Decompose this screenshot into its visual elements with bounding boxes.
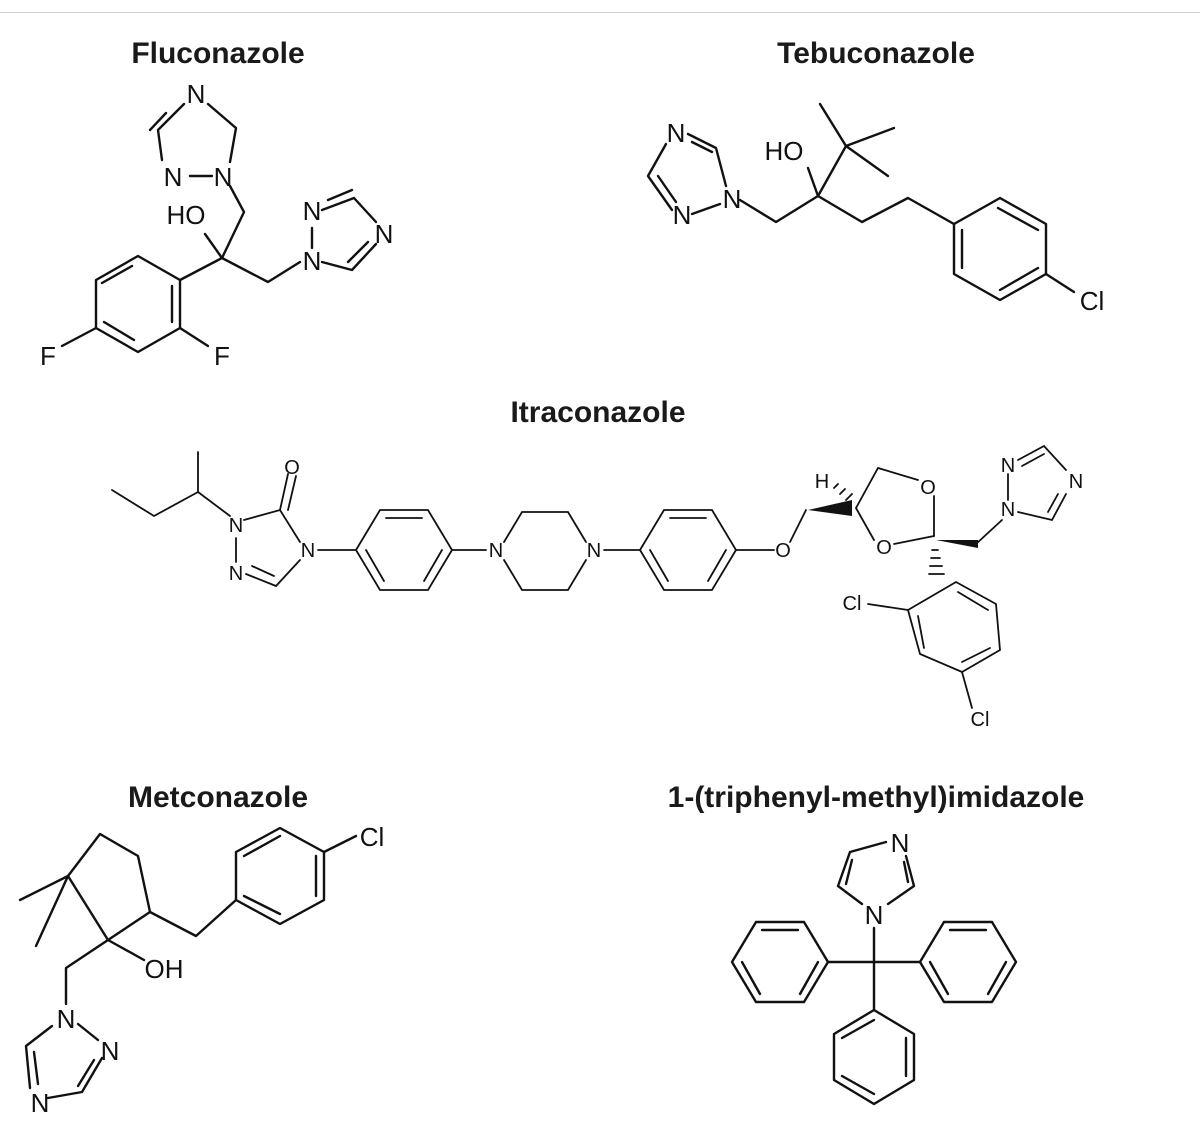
tebuconazole-atom-chlorine: Cl xyxy=(1080,286,1105,316)
tebuconazole-atom-n: N xyxy=(673,200,692,230)
fluconazole-atom-fluorine: F xyxy=(40,341,56,371)
itraconazole-atom-ether-o: O xyxy=(775,540,791,562)
itraconazole-wedge-bond xyxy=(808,500,852,516)
fluconazole-atom-fluorine: F xyxy=(214,341,230,371)
fluconazole-atom-n: N xyxy=(303,246,322,276)
itraconazole-atom-h: H xyxy=(815,471,829,493)
itraconazole-atom-n: N xyxy=(1001,499,1015,521)
metconazole-atom-n: N xyxy=(57,1004,76,1034)
itraconazole-title: Itraconazole xyxy=(510,396,685,429)
fluconazole-atom-n: N xyxy=(375,219,394,249)
fluconazole-atom-hydroxyl: HO xyxy=(167,200,206,230)
fluconazole-bonds xyxy=(60,102,378,354)
itraconazole-atom-piperazine-n: N xyxy=(587,540,601,562)
fluconazole-atom-n: N xyxy=(214,162,233,192)
fluconazole-atom-n: N xyxy=(164,162,183,192)
fluconazole-title: Fluconazole xyxy=(131,37,304,70)
fluconazole-atom-n: N xyxy=(303,196,322,226)
tritylimidazole-bonds xyxy=(730,840,1018,1106)
itraconazole-atom-n: N xyxy=(229,563,243,585)
tebuconazole-structure: Tebuconazole N N N HO Cl xyxy=(646,37,1105,316)
top-divider xyxy=(0,12,1200,13)
itraconazole-atom-n: N xyxy=(301,540,315,562)
metconazole-title: Metconazole xyxy=(128,781,308,814)
itraconazole-atom-n: N xyxy=(1069,471,1083,493)
metconazole-atom-chlorine: Cl xyxy=(360,822,385,852)
tebuconazole-bonds xyxy=(646,102,1076,302)
metconazole-atom-n: N xyxy=(101,1036,120,1066)
itraconazole-atom-ring-o: O xyxy=(876,537,892,559)
metconazole-structure: Metconazole Cl OH xyxy=(18,781,385,1118)
itraconazole-atom-ring-o: O xyxy=(920,477,936,499)
tritylimidazole-structure: 1-(triphenyl-methyl)imidazole xyxy=(668,781,1085,1106)
itraconazole-bonds xyxy=(111,444,1067,709)
itraconazole-atom-carbonyl-o: O xyxy=(284,457,300,479)
tebuconazole-atom-hydroxyl: HO xyxy=(765,136,804,166)
metconazole-bonds xyxy=(18,826,358,1100)
tritylimidazole-atom-n: N xyxy=(865,900,884,930)
metconazole-atom-hydroxyl: OH xyxy=(145,954,184,984)
metconazole-atom-n: N xyxy=(31,1088,50,1118)
itraconazole-atom-n: N xyxy=(229,515,243,537)
tritylimidazole-atom-n: N xyxy=(891,828,910,858)
tebuconazole-atom-n: N xyxy=(667,118,686,148)
itraconazole-wedge-bond xyxy=(936,540,978,548)
itraconazole-atom-piperazine-n: N xyxy=(489,540,503,562)
itraconazole-atom-n: N xyxy=(1001,455,1015,477)
tebuconazole-atom-n: N xyxy=(723,184,742,214)
fluconazole-structure: Fluconazole xyxy=(40,37,393,371)
itraconazole-hash-bond xyxy=(928,549,945,575)
itraconazole-hash-bond xyxy=(833,483,853,501)
tebuconazole-title: Tebuconazole xyxy=(777,37,975,70)
fluconazole-atom-n: N xyxy=(187,79,206,109)
itraconazole-atom-chlorine: Cl xyxy=(843,593,862,615)
itraconazole-atom-chlorine: Cl xyxy=(971,709,990,731)
itraconazole-structure: Itraconazole xyxy=(111,396,1083,731)
tritylimidazole-title: 1-(triphenyl-methyl)imidazole xyxy=(668,781,1085,814)
